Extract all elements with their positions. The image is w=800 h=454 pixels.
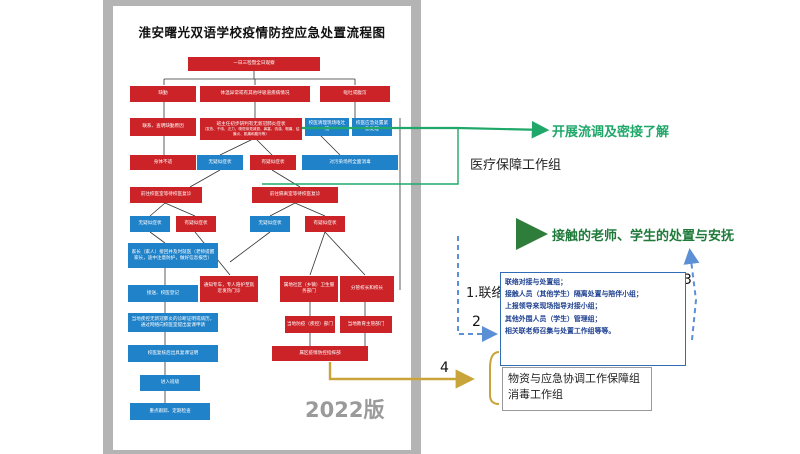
duty-item: 其他外围人员（学生）管理组； — [505, 314, 602, 323]
node-community-health: 属地社区（乡镇）卫生服务部门 — [280, 276, 338, 302]
node-absence: 缺勤 — [130, 86, 196, 102]
node-return-certificate: 校医复核后出具复课证明 — [128, 345, 218, 362]
node-teacher-screening-label: 班主任初步研判有无新冠肺炎症状 — [216, 121, 286, 127]
group-item: 物资与应急协调工作保障组 — [508, 372, 640, 385]
node-no-symptom-3: 无疑似症状 — [250, 216, 290, 232]
node-symptom-3: 有疑似症状 — [305, 216, 345, 232]
node-education-bureau: 当地教育主管部门 — [340, 316, 392, 333]
year-stamp: 2022版 — [305, 398, 385, 422]
node-teacher-screening-symptoms: （发热、干咳、乏力、嗅觉味觉减退、鼻塞、流涕、咽痛、结膜炎、肌痛和腹泻等） — [202, 127, 300, 136]
node-no-symptom-1: 无疑似症状 — [197, 155, 243, 170]
duty-list-box: 联络对接与处置组； 接触人员（其他学生）隔离处置与陪伴小组； 上报领导来现场指导… — [500, 272, 686, 366]
node-diagnosis-proof: 当地疾控无新冠肺炎的诊断证明或病历，通过网络向校医室提出复课申请 — [128, 313, 218, 332]
node-principal: 分管校长和校长 — [340, 276, 394, 302]
node-symptom-1: 有疑似症状 — [250, 155, 296, 170]
node-special-vehicle: 通知专车，专人陪护至就近发热门诊 — [200, 276, 258, 302]
contact-handling-label: 接触的老师、学生的处置与安抚 — [552, 229, 735, 244]
node-follow-up: 重点跟踪、定期检查 — [130, 403, 210, 420]
duty-item: 上报领导来现场指导对接小组； — [505, 302, 602, 311]
node-contact-absence: 联系、查明缺勤原因 — [130, 118, 196, 136]
step-2-label: 2 — [472, 314, 481, 330]
group-item: 消毒工作组 — [508, 388, 563, 401]
node-daily-check: 一日三检暨全日观察 — [188, 57, 320, 71]
node-cdc: 当地防疫（疾控）部门 — [285, 316, 335, 333]
node-unwell: 身体不适 — [130, 155, 196, 170]
node-parent-pickup: 家长（家人）接回并及时就医（老师提醒家长，途中注意防护，做好信息报告） — [128, 243, 218, 268]
node-disinfection: 对污染场所全面消毒 — [302, 155, 398, 170]
node-vomit-diarrhea: 呕吐或腹泻 — [320, 86, 390, 102]
flowchart-title: 淮安曙光双语学校疫情防控应急处置流程图 — [138, 25, 386, 40]
node-no-symptom-2: 无疑似症状 — [130, 216, 170, 232]
medical-group-label: 医疗保障工作组 — [470, 158, 562, 173]
duty-item: 接触人员（其他学生）隔离处置与陪伴小组； — [505, 290, 643, 299]
duty-item: 联络对接与处置组； — [505, 278, 568, 286]
node-teacher-screening: 班主任初步研判有无新冠肺炎症状 （发热、干咳、乏力、嗅觉味觉减退、鼻塞、流涕、咽… — [200, 118, 302, 140]
node-symptom-2: 有疑似症状 — [176, 216, 216, 232]
node-abnormal-temperature: 体温异常或有其他呼吸道疾病情况 — [200, 86, 310, 102]
step-4-label: 4 — [440, 360, 449, 376]
node-enter-class: 进入班级 — [140, 375, 200, 391]
node-go-isolation: 前往隔离室等待校医复诊 — [252, 187, 338, 203]
node-command-center: 属区疫情防控指挥部 — [272, 346, 368, 361]
trace-label: 开展流调及密接了解 — [552, 125, 670, 140]
node-go-clinic: 前往校医室等待校医复诊 — [130, 187, 202, 203]
duty-item: 相关联老师召集与处置工作组等等。 — [505, 326, 616, 335]
support-groups-box: 物资与应急协调工作保障组 消毒工作组 — [502, 367, 652, 411]
step-3-label: 3 — [683, 272, 692, 288]
node-register: 接送、校医登记 — [128, 285, 198, 302]
